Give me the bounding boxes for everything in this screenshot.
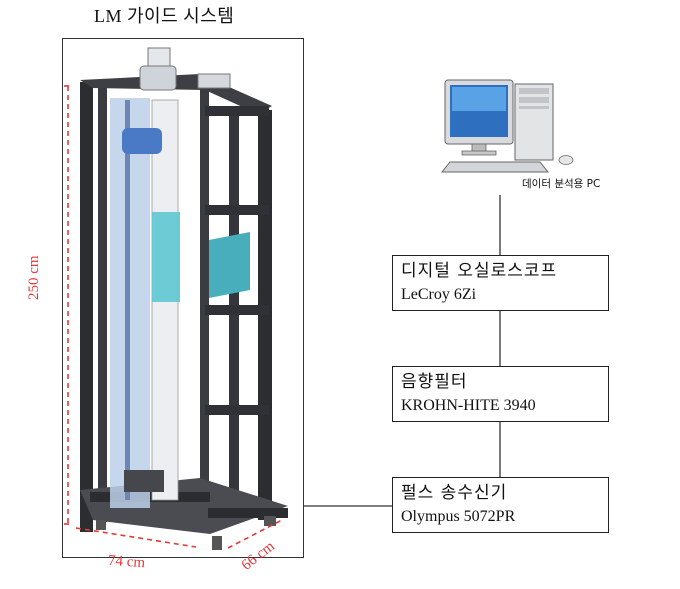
device-box-oscilloscope: 디지털 오실로스코프 LeCroy 6Zi (392, 255, 609, 311)
width-dimension-line (75, 527, 197, 548)
lm-guide-frame (80, 47, 288, 550)
system-frame-border (62, 38, 304, 558)
device-model: Olympus 5072PR (401, 508, 516, 525)
width-dimension-label: 74 cm (107, 552, 146, 572)
device-name: 디지털 오실로스코프 (401, 261, 558, 281)
pc-icon (440, 79, 574, 173)
dimension-lines (64, 85, 283, 549)
device-box-acoustic-filter: 음향필터 KROHN-HITE 3940 (392, 366, 609, 422)
device-box-pulser-receiver: 펄스 송수신기 Olympus 5072PR (392, 477, 609, 533)
connection-lines (304, 195, 501, 507)
pc-label: 데이터 분석용 PC (522, 178, 601, 190)
depth-dimension-line (227, 519, 283, 549)
device-name: 음향필터 (401, 372, 468, 392)
system-title: LM 가이드 시스템 (94, 6, 235, 26)
device-model: KROHN-HITE 3940 (401, 397, 536, 414)
height-dimension-label: 250 cm (26, 255, 42, 300)
device-model: LeCroy 6Zi (401, 286, 477, 303)
device-name: 펄스 송수신기 (401, 483, 508, 503)
